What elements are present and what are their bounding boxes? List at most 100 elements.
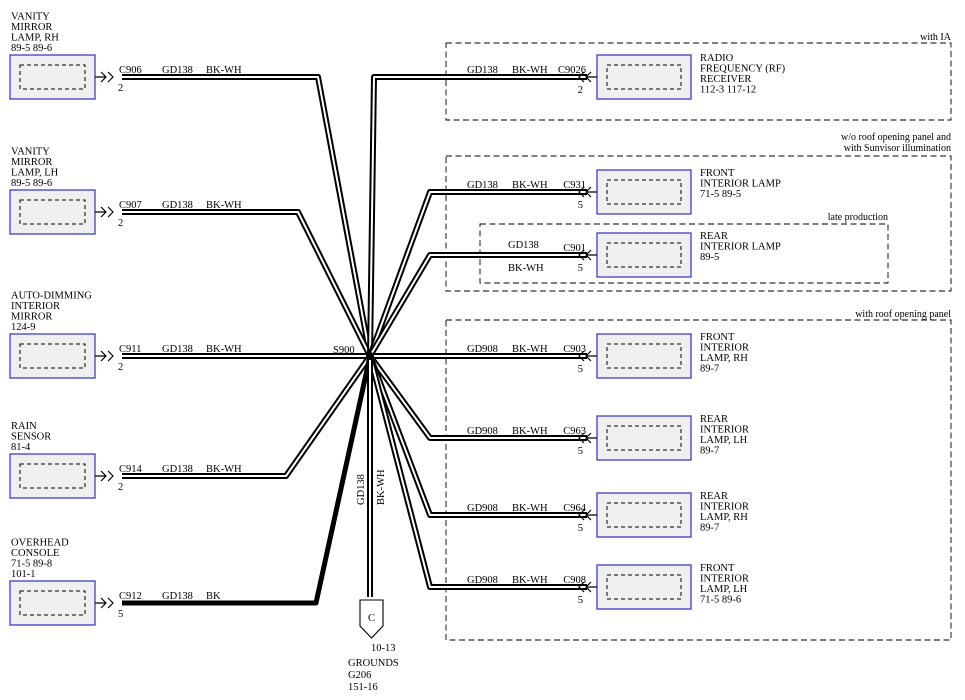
left-c912-connector-chevron — [107, 597, 114, 609]
right-c963-name-line-3: 89-7 — [700, 446, 719, 457]
right-c931-connector-chevron — [578, 186, 585, 198]
right-c964-component-inner-outline — [606, 502, 682, 528]
left-c911-name-line-3: 124-9 — [11, 322, 36, 333]
right-c901-connector-arrow — [585, 249, 597, 261]
right-c931-component — [596, 169, 692, 215]
right-c903-connector-chevron — [578, 350, 585, 362]
right-c931-color: BK-WH — [512, 180, 548, 191]
right-c931-name-line-1: INTERIOR LAMP — [700, 179, 781, 190]
left-c906-circuit: GD138 — [162, 65, 193, 76]
group-roof-opening-frame — [445, 319, 952, 641]
right-c931-connector-id: C931 — [563, 180, 586, 191]
right-c908-connector-id: C908 — [563, 575, 586, 586]
left-c906-component-inner-outline — [19, 64, 86, 90]
left-c907-component — [9, 189, 96, 235]
right-c908-connector-arrow — [585, 581, 597, 593]
left-c912-circuit: GD138 — [162, 591, 193, 602]
right-c901-connector-id: C901 — [563, 243, 586, 254]
left-c911-component — [9, 333, 96, 379]
right-c931-component-body — [596, 169, 692, 215]
ground-wire-circuit: GD138 — [356, 474, 367, 505]
ground-name: G206 — [348, 670, 371, 681]
left-c911-color: BK-WH — [206, 344, 242, 355]
left-c912-color: BK — [206, 591, 221, 602]
right-c964-connector-chevron — [578, 509, 585, 521]
right-c931-name-line-2: 71-5 89-5 — [700, 189, 741, 200]
left-c907-wire-stripe — [122, 211, 371, 357]
left-c907-circuit: GD138 — [162, 200, 193, 211]
right-c931-component-inner-outline — [606, 179, 682, 205]
right-c9026-circuit: GD138 — [467, 65, 498, 76]
right-c931-wire-stripe — [369, 191, 587, 357]
right-c963-connector-arrow — [585, 432, 597, 444]
right-c9026-pin: 2 — [578, 85, 583, 96]
left-c907-pin: 2 — [118, 218, 123, 229]
right-c964-wire-stripe — [369, 355, 587, 516]
left-c906-connector-id: C906 — [119, 65, 142, 76]
left-c914-connector-id: C914 — [119, 464, 143, 475]
left-c907-color: BK-WH — [206, 200, 242, 211]
left-c914-connector-chevron — [107, 470, 114, 482]
left-c906-connector-chevron — [107, 71, 114, 83]
right-c901-component-body — [596, 232, 692, 278]
ground-connector-symbol — [359, 599, 384, 639]
ground-circuit: GD138 BK-WH C 10-13 GROUNDS G206 151-16 — [348, 356, 399, 693]
left-c907-name-line-3: 89-5 89-6 — [11, 178, 52, 189]
group-labels: with IA w/o roof opening panel and with … — [828, 32, 952, 320]
left-c906-component-body — [9, 54, 96, 100]
right-c931-connector-arrow — [585, 186, 597, 198]
left-c914-component — [9, 453, 96, 499]
right-c931-wire — [367, 189, 587, 358]
right-c908-circuit: GD908 — [467, 575, 498, 586]
right-c901-component — [596, 232, 692, 278]
right-c964-name-line-0: REAR — [700, 491, 728, 502]
left-c911-connector-arrow — [95, 350, 107, 362]
right-c963-name-line-0: REAR — [700, 414, 728, 425]
right-c9026-connector-chevron — [578, 71, 585, 83]
right-c964-name-line-1: INTERIOR — [700, 502, 749, 513]
right-c901-name-line-2: 89-5 — [700, 252, 719, 263]
left-c911-connector-id: C911 — [119, 344, 141, 355]
splice-label: S900 — [333, 345, 355, 356]
right-c903-pin: 5 — [578, 364, 583, 375]
left-c912-connector-arrow — [95, 597, 107, 609]
right-c931-circuit: GD138 — [467, 180, 498, 191]
right-c963-name-line-2: LAMP, LH — [700, 435, 748, 446]
left-c912-name-line-2: 71-5 89-8 — [11, 559, 52, 570]
left-c911-name-line-0: AUTO-DIMMING — [11, 291, 92, 302]
right-c9026-component-inner-outline — [606, 64, 682, 90]
right-c903-component-body — [596, 333, 692, 379]
wires — [122, 74, 587, 606]
right-c9026-connector-id: C9026 — [558, 65, 586, 76]
right-c9026-component-body — [596, 54, 692, 100]
right-c903-color: BK-WH — [512, 344, 548, 355]
right-c9026-name-line-1: FREQUENCY (RF) — [700, 64, 786, 75]
right-c964-circuit: GD908 — [467, 503, 498, 514]
group-sunvisor-label-2: with Sunvisor illumination — [844, 143, 951, 154]
ground-page: 151-16 — [348, 682, 378, 693]
left-c914-component-inner-outline — [19, 463, 86, 489]
right-c908-name-line-0: FRONT — [700, 563, 735, 574]
left-c911-component-inner-outline — [19, 343, 86, 369]
right-c908-pin: 5 — [578, 595, 583, 606]
right-c931-pin: 5 — [578, 200, 583, 211]
left-c912-name-line-3: 101-1 — [11, 569, 36, 580]
right-c901-circuit: GD138 — [508, 240, 539, 251]
right-c903-name-line-1: INTERIOR — [700, 343, 749, 354]
right-c9026-connector-arrow — [585, 71, 597, 83]
right-c901-name-line-1: INTERIOR LAMP — [700, 242, 781, 253]
left-c914-connector-arrow — [95, 470, 107, 482]
left-c907-name-line-2: LAMP, LH — [11, 168, 59, 179]
right-c903-component-inner-outline — [606, 343, 682, 369]
left-c914-name-line-2: 81-4 — [11, 442, 31, 453]
group-sunvisor-label-1: w/o roof opening panel and — [841, 132, 951, 143]
right-c9026-name-line-0: RADIO — [700, 53, 734, 64]
right-c963-name-line-1: INTERIOR — [700, 425, 749, 436]
left-c906-name-line-3: 89-5 89-6 — [11, 43, 52, 54]
right-c901-name-line-0: REAR — [700, 231, 728, 242]
left-c906-name-line-2: LAMP, RH — [11, 33, 59, 44]
left-c907-connector-id: C907 — [119, 200, 142, 211]
right-c908-component-body — [596, 564, 692, 610]
left-c906-color: BK-WH — [206, 65, 242, 76]
